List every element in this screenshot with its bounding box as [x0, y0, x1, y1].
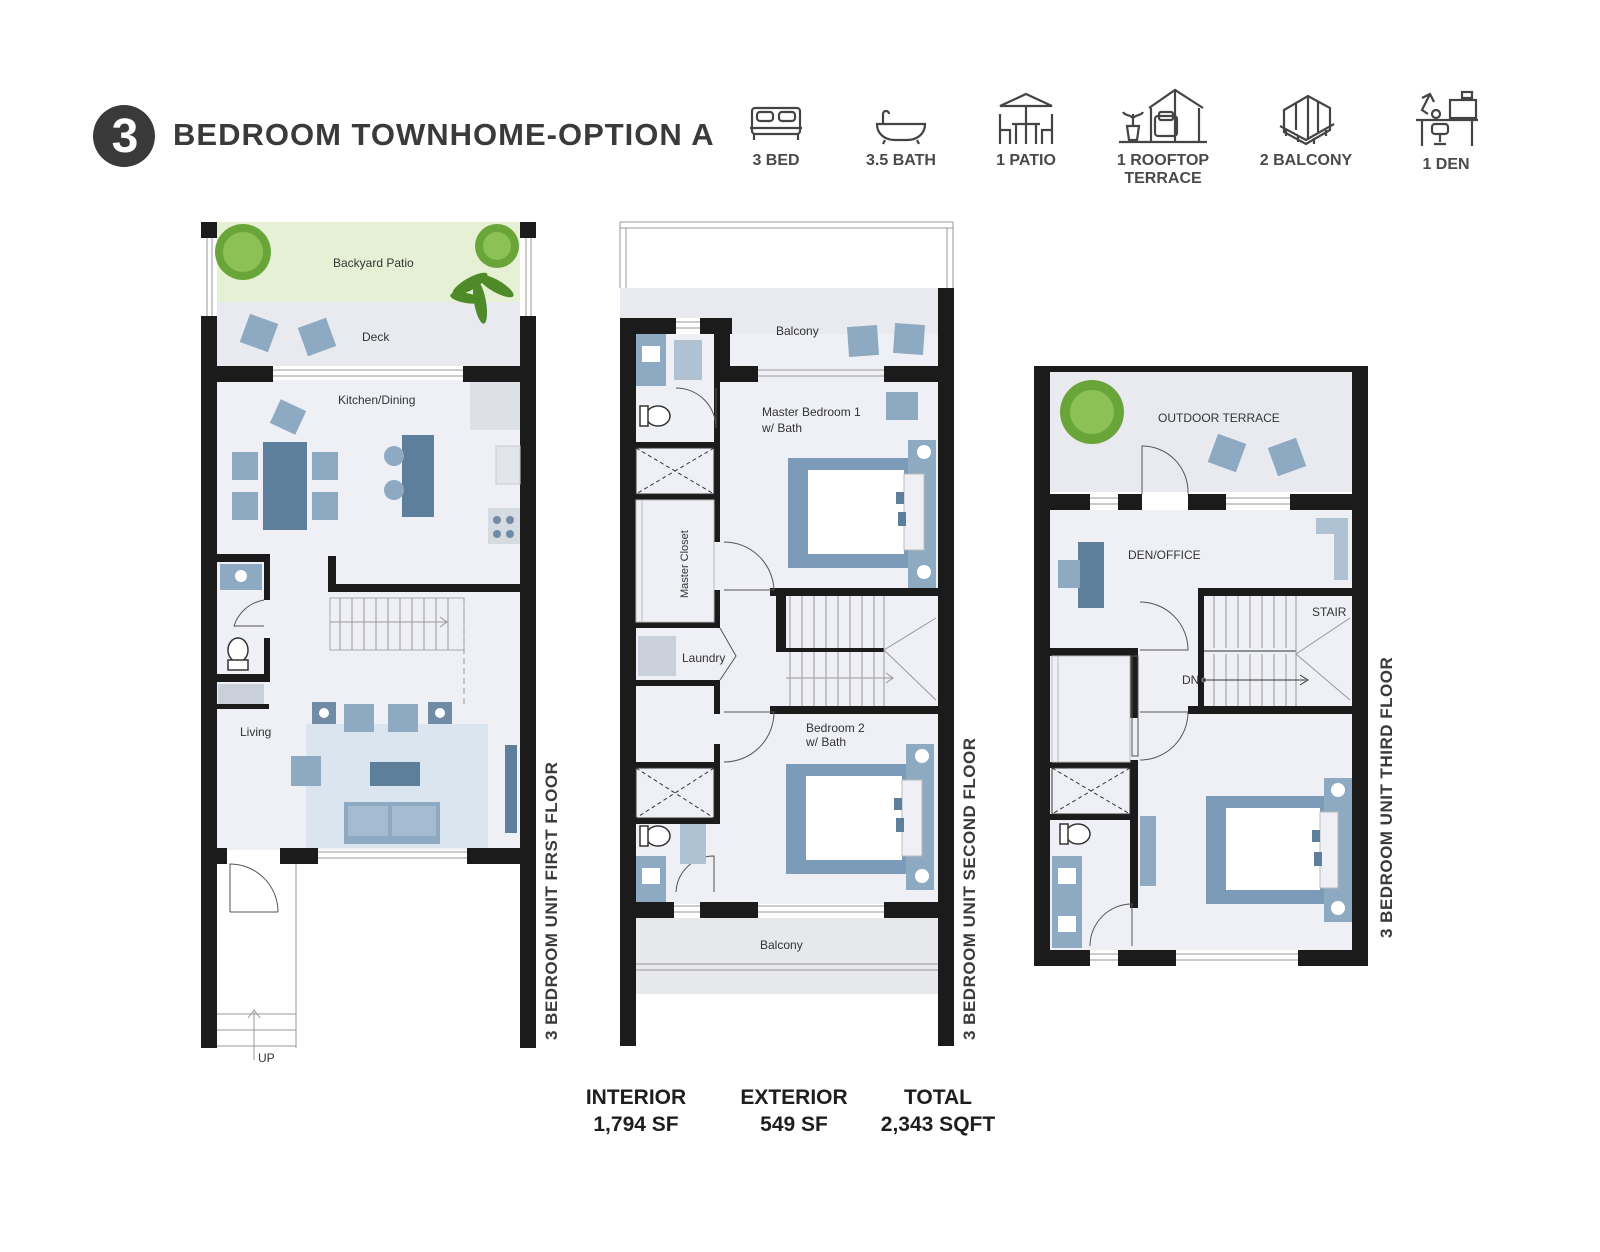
palm-plant-icon: [450, 272, 514, 324]
feature-den-label: 1 DEN: [1422, 156, 1470, 173]
deck-chair: [239, 313, 279, 353]
feature-bath: 3.5 BATH: [836, 98, 966, 170]
second-floor-walls: [620, 288, 954, 1046]
total-area-label: TOTAL: [903, 1086, 973, 1109]
den-desk-icon: [1416, 90, 1478, 146]
exterior-area-label: EXTERIOR: [740, 1086, 848, 1109]
bed-icon: [750, 106, 802, 140]
toilet-icon: [227, 637, 249, 663]
feature-balcony: 2 BALCONY: [1241, 90, 1371, 170]
balcony-icon: [1279, 94, 1335, 146]
total-area-value: 2,343 SQFT: [880, 1113, 996, 1136]
page-title: BEDROOM TOWNHOME-OPTION A: [173, 117, 715, 152]
first-floor-walls: [201, 222, 536, 1048]
feature-rooftop-label: 1 ROOFTOP TERRACE: [1116, 152, 1210, 187]
room-label-den-office: DEN/OFFICE: [1128, 548, 1201, 562]
deck-chair: [297, 317, 337, 357]
rooftop-terrace-icon: [1119, 88, 1207, 144]
first-floor-plan: Backyard Patio Deck Kitchen/Dining Livin…: [201, 222, 561, 1065]
third-floor-stairs: [1201, 596, 1351, 706]
room-label-outdoor-terrace: OUTDOOR TERRACE: [1158, 411, 1280, 425]
toilet-icon: [645, 825, 671, 847]
feature-balcony-label: 2 BALCONY: [1259, 152, 1353, 169]
third-floor-plan: OUTDOOR TERRACE DEN/OFFICE STAIR DN 3 BE…: [1034, 366, 1396, 966]
entry-steps: [217, 864, 297, 1060]
dining-table: [263, 442, 307, 530]
kitchen-island: [402, 435, 434, 517]
armchair: [886, 392, 918, 420]
interior-area-label: INTERIOR: [585, 1086, 687, 1109]
stair-label: STAIR: [1312, 605, 1347, 619]
washer-dryer: [638, 636, 676, 676]
room-label-deck: Deck: [362, 330, 390, 344]
balcony-chair: [892, 322, 926, 356]
feature-bath-label: 3.5 BATH: [866, 152, 936, 169]
feature-den: 1 DEN: [1381, 90, 1511, 174]
exterior-area: EXTERIOR 549 SF: [724, 1084, 864, 1138]
room-label-laundry: Laundry: [682, 651, 725, 665]
room-label-backyard-patio: Backyard Patio: [333, 256, 414, 270]
room-label-kitchen-dining: Kitchen/Dining: [338, 393, 415, 407]
room-label-bedroom-2-sub: w/ Bath: [805, 735, 846, 749]
room-label-bedroom-2: Bedroom 2: [806, 721, 865, 735]
feature-patio-label: 1 PATIO: [996, 152, 1056, 169]
patio-table-icon: [998, 92, 1054, 144]
second-floor-stairs: [786, 596, 937, 706]
dining-chair: [269, 399, 307, 435]
balcony-chair: [846, 324, 880, 358]
den-desk: [1078, 542, 1104, 608]
desk-chair: [1058, 560, 1080, 588]
shower-icon: [1051, 767, 1131, 815]
room-label-master-bedroom: Master Bedroom 1: [762, 405, 861, 419]
third-floor-label: 3 BEDROOM UNIT THIRD FLOOR: [1377, 657, 1396, 938]
second-floor-label: 3 BEDROOM UNIT SECOND FLOOR: [960, 737, 979, 1040]
terrace-chair: [1267, 437, 1307, 477]
shower-icon: [635, 447, 715, 819]
balcony-bottom-area: [636, 918, 938, 994]
third-floor-walls: [1034, 366, 1368, 966]
total-area: TOTAL 2,343 SQFT: [866, 1084, 1010, 1138]
room-label-balcony-bottom: Balcony: [760, 938, 803, 952]
tv-console: [505, 745, 517, 833]
feature-bed: 3 BED: [711, 98, 841, 170]
fridge: [470, 382, 520, 430]
first-floor-label: 3 BEDROOM UNIT FIRST FLOOR: [542, 762, 561, 1040]
corner-shelf: [1316, 518, 1348, 580]
feature-rooftop: 1 ROOFTOP TERRACE: [1098, 86, 1228, 188]
up-label: UP: [258, 1051, 275, 1065]
cooktop: [488, 508, 520, 544]
terrace-chair: [1207, 433, 1247, 473]
bathtub-icon: [875, 109, 927, 145]
interior-area: INTERIOR 1,794 SF: [566, 1084, 706, 1138]
dn-label: DN: [1182, 673, 1199, 687]
feature-bed-label: 3 BED: [752, 152, 800, 169]
number-badge-text: 3: [112, 110, 139, 163]
room-label-master-bedroom-sub: w/ Bath: [761, 421, 802, 435]
number-badge-icon: 3: [93, 105, 155, 167]
first-floor-stairs: [330, 598, 465, 704]
second-floor-plan: Balcony Master Bedroom 1 w/ Bath Master …: [619, 221, 979, 1046]
entry-door: [229, 863, 279, 913]
room-label-balcony-top: Balcony: [776, 324, 819, 338]
toilet-icon: [1065, 823, 1091, 845]
interior-area-value: 1,794 SF: [593, 1113, 679, 1136]
room-label-living: Living: [240, 725, 271, 739]
coffee-table: [370, 762, 420, 786]
room-label-master-closet: Master Closet: [679, 530, 691, 598]
exterior-area-value: 549 SF: [760, 1113, 828, 1136]
toilet-icon: [645, 405, 671, 427]
feature-patio: 1 PATIO: [961, 90, 1091, 170]
